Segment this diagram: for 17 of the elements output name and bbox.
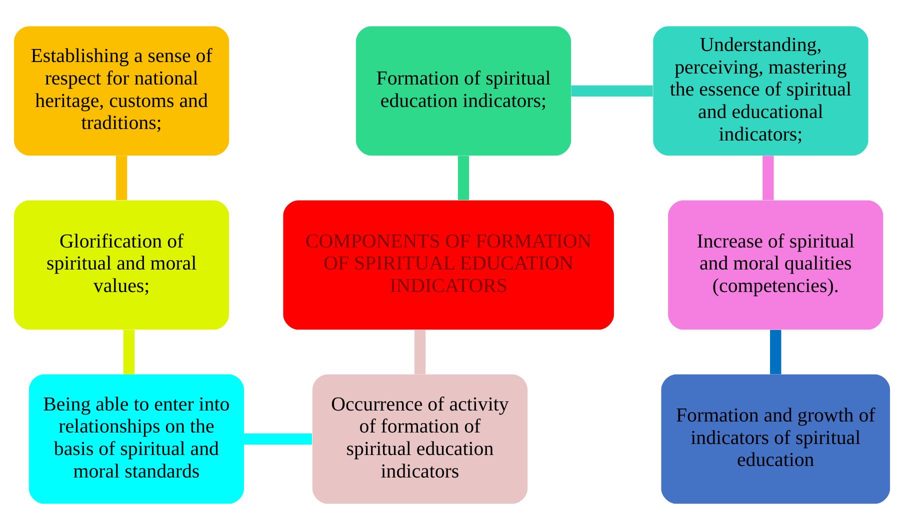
connector [570,84,652,96]
connector [770,329,781,374]
connector [244,433,312,444]
node-box: Occurrence of activity of formation of spiritual education indicators [312,374,528,504]
connector [457,155,469,200]
connector [762,155,774,200]
node-box: Formation and growth of indicators of spiritual education [660,374,890,504]
connector [122,329,134,374]
node-box: Glorification of spiritual and moral values; [13,200,229,330]
node-box: Being able to enter into relationships on the basis of spiritual and moral standards [28,374,244,504]
node-box: Increase of spiritual and moral qualities (competencies). [668,200,883,330]
node-box: Understanding, perceiving, mastering the essence of spiritual and educational indicators; [652,26,868,156]
node-box: Formation of spiritual education indicators; [355,26,571,156]
connector [414,329,426,374]
node-box: COMPONENTS OF FORMATION OF SPIRITUAL EDUCATION INDICATORS [282,200,614,330]
node-box: Establishing a sense of respect for national heritage, customs and traditions; [13,26,229,156]
connector [115,155,127,200]
